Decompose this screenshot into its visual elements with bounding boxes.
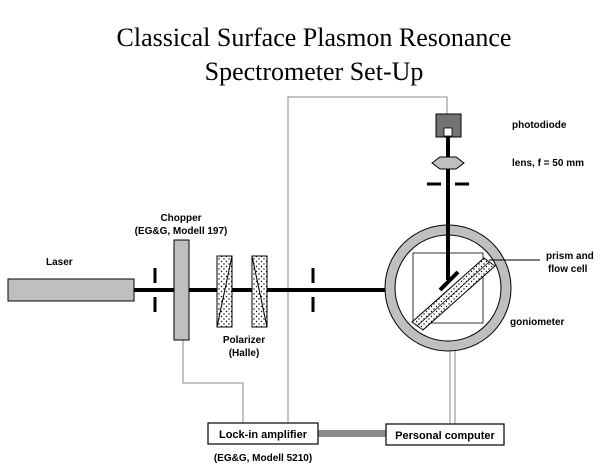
laser-label: Laser — [46, 257, 73, 268]
lens-label: lens, f = 50 mm — [512, 158, 584, 169]
chopper-body — [173, 239, 190, 341]
chopper-lockin-wire — [182, 340, 244, 423]
chopper-label-line1: Chopper — [160, 213, 201, 224]
personal-computer-label: Personal computer — [395, 430, 495, 442]
photodiode-window — [443, 127, 453, 137]
polarizer-label-line1: Polarizer — [223, 335, 265, 346]
flow-cell-inner-line — [416, 261, 490, 327]
polarizer-1 — [216, 255, 233, 328]
diagram-title-line2: Spectrometer Set-Up — [205, 57, 424, 86]
lens — [431, 156, 465, 170]
photodiode-body — [435, 113, 462, 138]
lockin-amplifier-label: Lock-in amplifier — [219, 429, 308, 441]
chopper-label-line2: (EG&G, Modell 197) — [135, 226, 228, 237]
photodiode-label: photodiode — [512, 120, 567, 131]
personal-computer-box — [385, 423, 505, 446]
reflected-beam-diagonal — [438, 270, 460, 292]
polarizer-label-line2: (Halle) — [229, 348, 260, 359]
lockin-computer-cable — [318, 430, 386, 437]
prism-label-line2: flow cell — [548, 264, 588, 275]
prism-label-line1: prism and — [546, 251, 594, 262]
goniometer-label: goniometer — [510, 317, 565, 328]
photodiode-lockin-wire — [287, 96, 448, 426]
lockin-amplifier-model: (EG&G, Modell 5210) — [214, 453, 312, 464]
polarizer-2 — [251, 255, 268, 328]
diagram-title-line1: Classical Surface Plasmon Resonance — [117, 23, 512, 52]
lockin-amplifier-box — [207, 422, 319, 445]
signal-wires — [182, 96, 456, 426]
laser-body — [7, 278, 135, 302]
